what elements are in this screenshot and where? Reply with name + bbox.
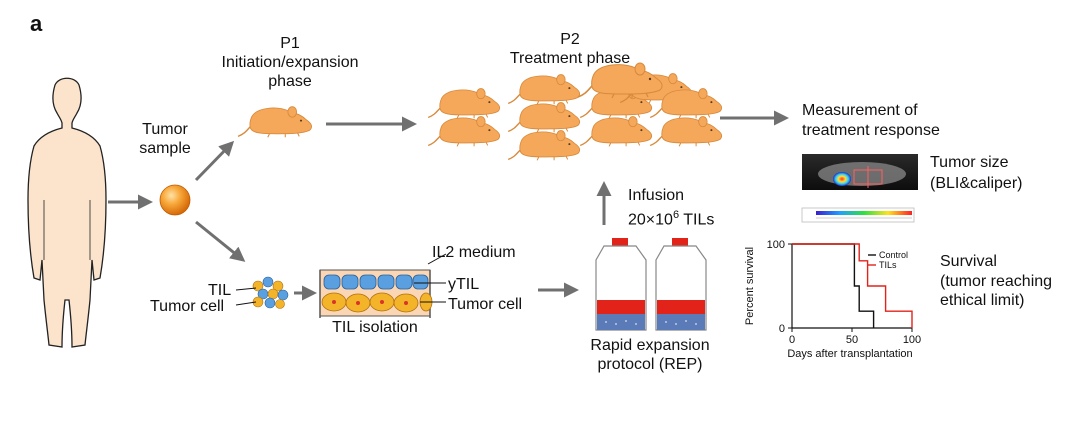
treatment-mice-group [427, 63, 723, 162]
arrow-sample-to-p1 [194, 140, 235, 182]
legend-label: TILs [879, 260, 897, 270]
tumor-cell-label-right: Tumor cell [448, 296, 523, 313]
y-tick-label: 100 [767, 239, 785, 251]
infusion-dose-suffix: TILs [679, 211, 715, 229]
x-tick-label: 100 [903, 334, 921, 346]
survival-label: Survival [940, 253, 997, 270]
mouse-icon [649, 115, 723, 148]
mouse-icon [507, 101, 581, 134]
survival-desc-1: (tumor reaching [940, 273, 1053, 290]
rep-label-2: protocol (REP) [597, 356, 703, 373]
mouse-icon [427, 87, 501, 120]
y-tick-label: 0 [779, 323, 785, 335]
tumor-sphere-icon [159, 184, 191, 216]
chart-ticks: 0 50 100 0 100 [767, 239, 922, 346]
culture-flask-icon [595, 238, 647, 331]
ytil-label: yTIL [448, 276, 480, 293]
measurement-label: Measurement of [802, 102, 918, 119]
x-tick-label: 0 [789, 334, 795, 346]
arrow-sample-to-til [195, 220, 246, 262]
chart-ylabel: Percent survival [744, 246, 756, 326]
survival-desc-2: ethical limit) [940, 292, 1025, 309]
til-label: TIL [208, 282, 232, 299]
mouse-icon [507, 73, 581, 106]
p1-subtitle: Initiation/expansion [221, 54, 359, 71]
bli-colorbar-icon [801, 207, 915, 223]
dish-pointer-lines [414, 253, 447, 303]
mouse-icon [237, 105, 313, 138]
p1-subtitle-2: phase [268, 73, 312, 90]
cell-cluster-icon [252, 276, 289, 309]
culture-dish-icon [319, 269, 433, 318]
tumor-cell-label-left: Tumor cell [150, 298, 225, 315]
legend-label: Control [879, 250, 908, 260]
chart-xlabel: Days after transplantation [787, 348, 913, 360]
mouse-icon [578, 63, 663, 98]
p1-title: P1 [280, 35, 300, 52]
infusion-dose-exponent: 6 [672, 209, 680, 221]
series-line-control [792, 243, 875, 328]
mouse-icon [427, 115, 501, 148]
panel-label: a [30, 11, 43, 36]
p2-subtitle: Treatment phase [509, 50, 631, 67]
mouse-icon [579, 115, 653, 148]
x-tick-label: 50 [846, 334, 858, 346]
rep-label: Rapid expansion [590, 337, 710, 354]
tumor-sample-label-2: sample [139, 140, 191, 157]
infusion-dose-prefix: 20×10 [628, 211, 673, 229]
series-line-tils [792, 243, 913, 328]
p2-title: P2 [560, 31, 580, 48]
il2-medium-label: IL2 medium [432, 244, 516, 261]
til-isolation-label: TIL isolation [332, 319, 418, 336]
tumor-size-label: Tumor size [930, 154, 1009, 171]
flow-arrows [108, 110, 789, 301]
culture-flask-icon [655, 238, 707, 331]
human-silhouette-icon [27, 77, 107, 348]
cell-pointer-lines [235, 287, 257, 306]
tumor-size-method: (BLI&caliper) [930, 175, 1023, 192]
infusion-label: Infusion [628, 187, 685, 204]
measurement-label-2: treatment response [802, 122, 940, 139]
tumor-sample-label: Tumor [142, 121, 188, 138]
bli-image-icon [802, 154, 918, 190]
mouse-icon [507, 129, 581, 162]
infusion-dose: 20×106 TILs [628, 206, 714, 229]
chart-series [792, 243, 913, 328]
